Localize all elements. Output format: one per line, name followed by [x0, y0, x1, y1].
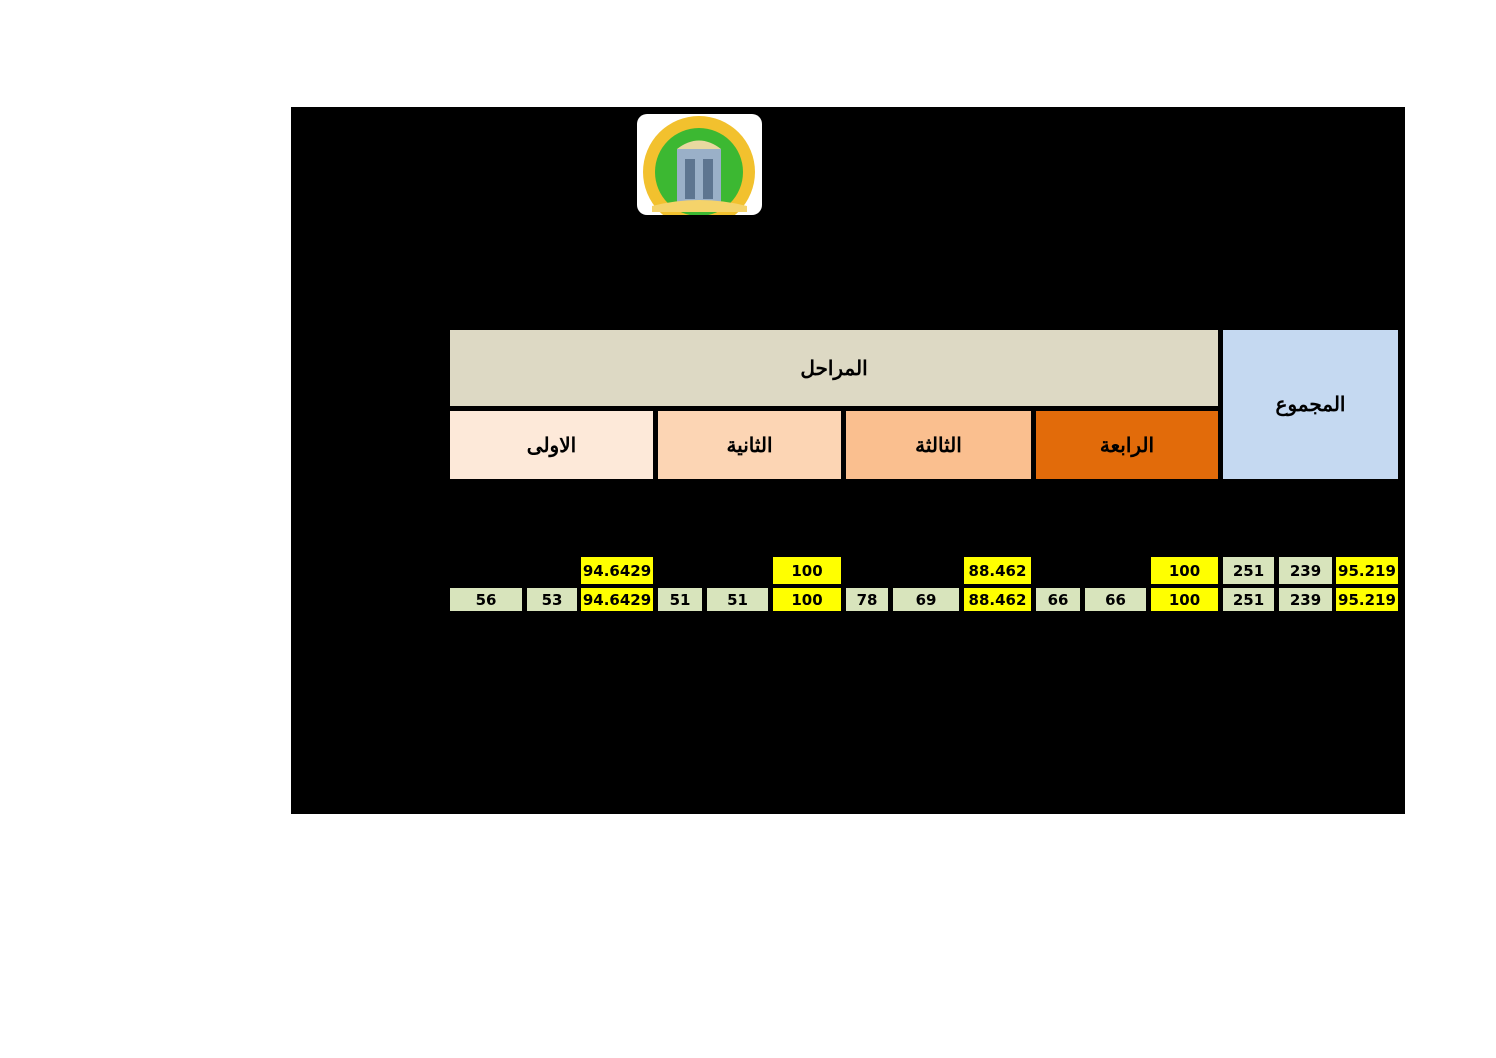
stages-header: المراحل [450, 330, 1218, 406]
data-cell: 69 [893, 588, 959, 611]
total-b-cell: 239 [1279, 557, 1332, 584]
data-cell: 88.462 [964, 588, 1031, 611]
fourth-pct-cell: 100 [1151, 557, 1218, 584]
data-cell: 94.6429 [581, 588, 653, 611]
total-a-cell: 251 [1223, 557, 1274, 584]
university-logo [637, 114, 762, 215]
data-cell: 66 [1085, 588, 1146, 611]
data-cell: 66 [1036, 588, 1080, 611]
stage-second-header: الثانية [658, 411, 841, 479]
data-cell: 51 [707, 588, 768, 611]
stage-fourth-header: الرابعة [1036, 411, 1218, 479]
data-cell: 100 [1151, 588, 1218, 611]
data-cell: 53 [527, 588, 577, 611]
data-cell: 251 [1223, 588, 1274, 611]
data-cell: 100 [773, 588, 841, 611]
first-pct-cell: 94.6429 [581, 557, 653, 584]
data-cell: 56 [450, 588, 522, 611]
third-pct-cell: 88.462 [964, 557, 1031, 584]
stage-first-header: الاولى [450, 411, 653, 479]
data-cell: 95.219 [1336, 588, 1398, 611]
data-cell: 78 [846, 588, 888, 611]
total-pct-cell: 95.219 [1336, 557, 1398, 584]
data-cell: 239 [1279, 588, 1332, 611]
stage-third-header: الثالثة [846, 411, 1031, 479]
data-cell: 51 [658, 588, 702, 611]
second-pct-cell: 100 [773, 557, 841, 584]
total-header: المجموع [1223, 330, 1398, 479]
